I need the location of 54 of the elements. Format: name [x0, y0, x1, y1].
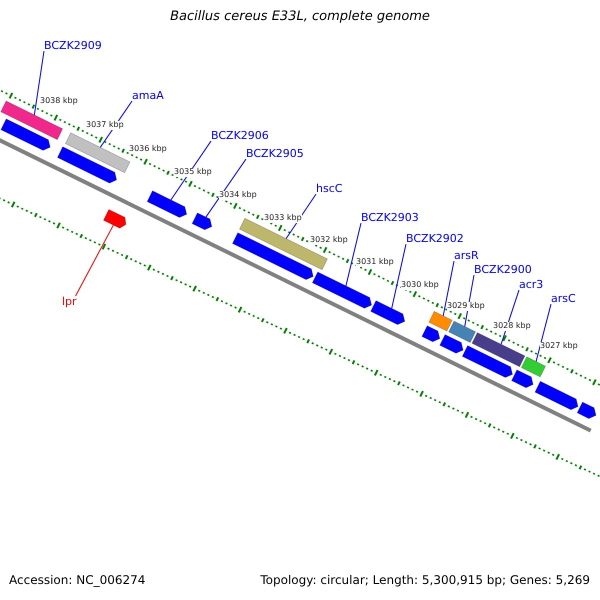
- gene-label: acr3: [519, 279, 544, 292]
- tick-label: 3038 kbp: [40, 97, 78, 106]
- gene-feature-block: [421, 325, 440, 342]
- tick-label: 3037 kbp: [86, 121, 124, 130]
- leader-line: [500, 290, 520, 345]
- gene-feature-block: [576, 402, 596, 419]
- gene-label: BCZK2909: [44, 40, 102, 52]
- leader-line: [345, 222, 362, 286]
- gene-label: BCZK2900: [474, 264, 532, 276]
- gene-label: BCZK2905: [246, 148, 304, 160]
- gene-label: arsR: [454, 250, 479, 262]
- gene-feature-block: [192, 212, 212, 230]
- genome-stats-text: Topology: circular; Length: 5,300,915 bp; Genes: 5,269: [260, 574, 590, 588]
- gene-feature-block: [448, 320, 476, 343]
- gene-feature-block: [534, 380, 578, 410]
- gene-feature-block: [57, 146, 117, 184]
- gene-feature-block: [146, 190, 188, 218]
- tick-label: 3030 kbp: [401, 281, 439, 290]
- tick-label: 3033 kbp: [264, 214, 302, 223]
- tick-label: 3028 kbp: [493, 322, 531, 331]
- gene-label: lpr: [62, 296, 77, 308]
- gene-label: BCZK2902: [406, 233, 464, 246]
- leader-line: [75, 224, 114, 296]
- tick-label: 3035 kbp: [174, 168, 212, 177]
- leader-line: [170, 140, 212, 200]
- tick-label: 3032 kbp: [310, 236, 348, 245]
- gene-feature-block: [428, 310, 453, 332]
- gene-feature-block: [511, 369, 534, 388]
- gene-label: hscC: [316, 183, 342, 196]
- leader-line: [536, 304, 552, 362]
- gene-feature-block: [103, 209, 126, 229]
- accession-text: Accession: NC_006274: [9, 574, 146, 588]
- title: Bacillus cereus E33L, complete genome: [169, 10, 431, 24]
- tick-label: 3034 kbp: [219, 191, 257, 200]
- gene-label: BCZK2903: [361, 212, 419, 224]
- gene-feature-block: [312, 272, 372, 309]
- leader-line: [34, 50, 44, 116]
- gene-feature-block: [462, 345, 513, 378]
- gene-label: amaA: [132, 90, 164, 102]
- tick-label: 3029 kbp: [447, 302, 485, 311]
- gene-feature-block: [472, 332, 526, 368]
- leader-line: [442, 260, 454, 316]
- gene-feature-block: [439, 334, 464, 354]
- tick-label: 3031 kbp: [356, 258, 394, 267]
- gene-feature-block: [0, 118, 51, 151]
- tick-label: 3027 kbp: [540, 342, 578, 351]
- tick-label: 3036 kbp: [129, 145, 167, 154]
- leader-line: [205, 158, 246, 218]
- gene-feature-block: [520, 356, 546, 378]
- leader-line: [391, 244, 406, 309]
- gene-label: BCZK2906: [211, 130, 269, 142]
- gene-feature-block: [64, 132, 130, 174]
- gene-label: arsC: [551, 293, 576, 306]
- gene-feature-block: [370, 300, 406, 325]
